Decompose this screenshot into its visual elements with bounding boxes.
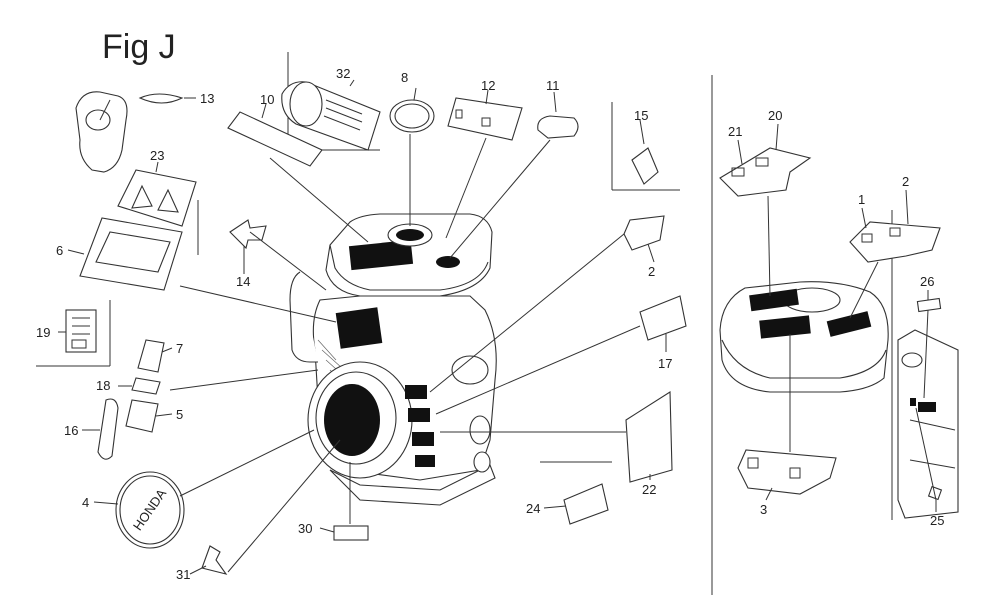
callout-17: 17: [658, 356, 672, 371]
callout-5: 5: [176, 407, 183, 422]
callout-30: 30: [298, 521, 312, 536]
label-parts: [227, 81, 941, 525]
callout-20: 20: [768, 108, 782, 123]
figure-title: Fig J: [102, 28, 176, 66]
left-parts: HONDA: [65, 91, 369, 575]
callout-7: 7: [176, 341, 183, 356]
callout-23: 23: [150, 148, 164, 163]
callout-16: 16: [64, 423, 78, 438]
callout-2-center: 2: [648, 264, 655, 279]
callout-32: 32: [336, 66, 350, 81]
callout-4: 4: [82, 495, 89, 510]
callout-3: 3: [760, 502, 767, 517]
callout-14: 14: [236, 274, 250, 289]
callout-2-right: 2: [902, 174, 909, 189]
callout-25: 25: [930, 513, 944, 528]
callout-10: 10: [260, 92, 274, 107]
callout-15: 15: [634, 108, 648, 123]
callout-31: 31: [176, 567, 190, 582]
callout-18: 18: [96, 378, 110, 393]
callout-12: 12: [481, 78, 495, 93]
callout-13: 13: [200, 91, 214, 106]
callout-19: 19: [36, 325, 50, 340]
control-panel-assembly: [897, 297, 959, 519]
callout-11: 11: [546, 78, 560, 93]
engine-assembly: [289, 213, 497, 506]
callout-21: 21: [728, 124, 742, 139]
fuel-tank-assembly: [719, 281, 889, 393]
callout-6: 6: [56, 243, 63, 258]
callout-numbers: 32 8 12 11 15 13 10 23 6 14 2 19 7 18 17…: [36, 66, 944, 582]
callout-8: 8: [401, 70, 408, 85]
callout-1: 1: [858, 192, 865, 207]
leader-lines: [58, 79, 937, 575]
callout-22: 22: [642, 482, 656, 497]
callout-26: 26: [920, 274, 934, 289]
callout-24: 24: [526, 501, 540, 516]
